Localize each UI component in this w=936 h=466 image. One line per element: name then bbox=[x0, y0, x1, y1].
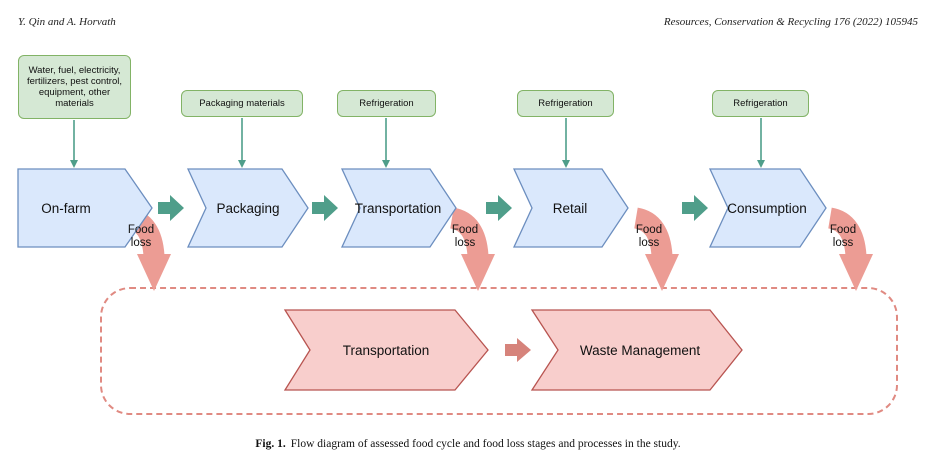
input-box-packaging: Packaging materials bbox=[181, 90, 303, 117]
figure-caption-label: Fig. 1. bbox=[255, 438, 286, 450]
running-head-journal: Resources, Conservation & Recycling 176 … bbox=[663, 16, 918, 28]
running-head-authors: Y. Qin and A. Horvath bbox=[18, 16, 116, 28]
loss-stage-label-waste-management: Waste Management bbox=[579, 342, 701, 358]
flow-arrow-1 bbox=[158, 195, 184, 221]
input-arrow-retail bbox=[562, 118, 570, 168]
stage-label-on-farm: On-farm bbox=[41, 200, 91, 216]
stage-label-packaging: Packaging bbox=[216, 200, 280, 216]
input-box-transportation: Refrigeration bbox=[337, 90, 436, 117]
input-arrow-transportation bbox=[382, 118, 390, 168]
stage-label-transportation: Transportation bbox=[354, 200, 442, 216]
input-box-consumption: Refrigeration bbox=[712, 90, 809, 117]
flow-arrow-2 bbox=[312, 195, 338, 221]
input-arrow-onfarm bbox=[70, 120, 78, 168]
input-box-on-farm: Water, fuel, electricity, fertilizers, p… bbox=[18, 55, 131, 119]
food-loss-label-consumption: Food loss bbox=[829, 224, 857, 249]
loss-stage-label-transportation: Transportation bbox=[342, 342, 430, 358]
food-loss-label-retail: Food loss bbox=[635, 224, 663, 249]
flow-arrow-3 bbox=[486, 195, 512, 221]
input-arrow-consumption bbox=[757, 118, 765, 168]
figure-caption-text: Flow diagram of assessed food cycle and … bbox=[290, 438, 681, 450]
food-loss-label-transportation: Food loss bbox=[451, 224, 479, 249]
input-arrow-packaging bbox=[238, 118, 246, 168]
input-box-retail: Refrigeration bbox=[517, 90, 614, 117]
figure-caption: Fig. 1. Flow diagram of assessed food cyc… bbox=[0, 438, 936, 450]
stage-label-consumption: Consumption bbox=[727, 200, 807, 216]
stage-label-retail: Retail bbox=[552, 200, 588, 216]
flow-arrow-4 bbox=[682, 195, 708, 221]
food-loss-label-onfarm: Food loss bbox=[127, 224, 155, 249]
food-loss-boundary-box bbox=[100, 287, 898, 415]
